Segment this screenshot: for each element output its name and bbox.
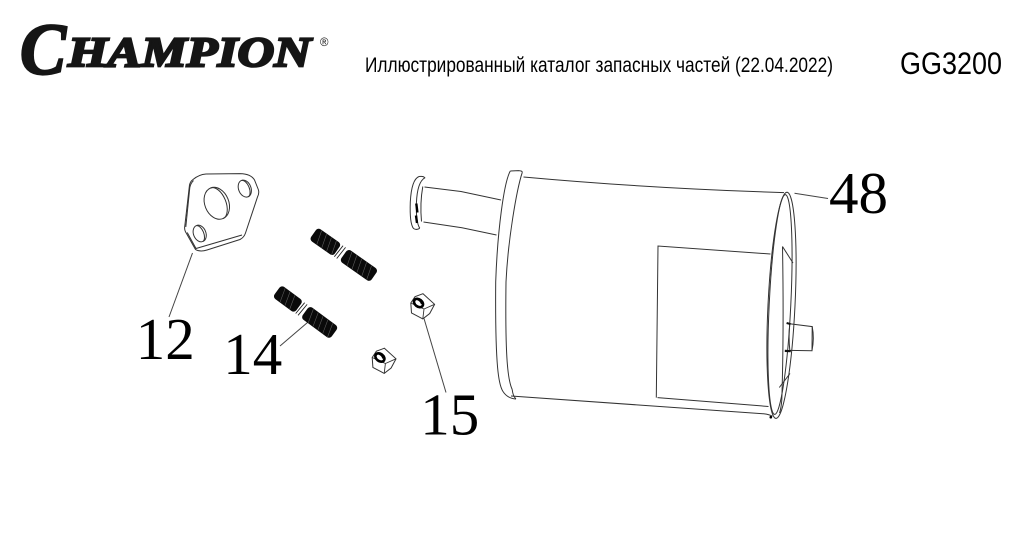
svg-text:Иллюстрированный каталог запас: Иллюстрированный каталог запасных частей… bbox=[365, 54, 833, 77]
svg-text:®: ® bbox=[320, 37, 329, 49]
svg-text:HAMPION: HAMPION bbox=[67, 30, 313, 77]
svg-text:12: 12 bbox=[136, 306, 195, 372]
svg-text:48: 48 bbox=[829, 160, 888, 226]
svg-text:14: 14 bbox=[223, 321, 282, 387]
svg-text:15: 15 bbox=[420, 382, 479, 448]
svg-text:C: C bbox=[20, 9, 67, 90]
svg-text:GG3200: GG3200 bbox=[900, 45, 1002, 81]
